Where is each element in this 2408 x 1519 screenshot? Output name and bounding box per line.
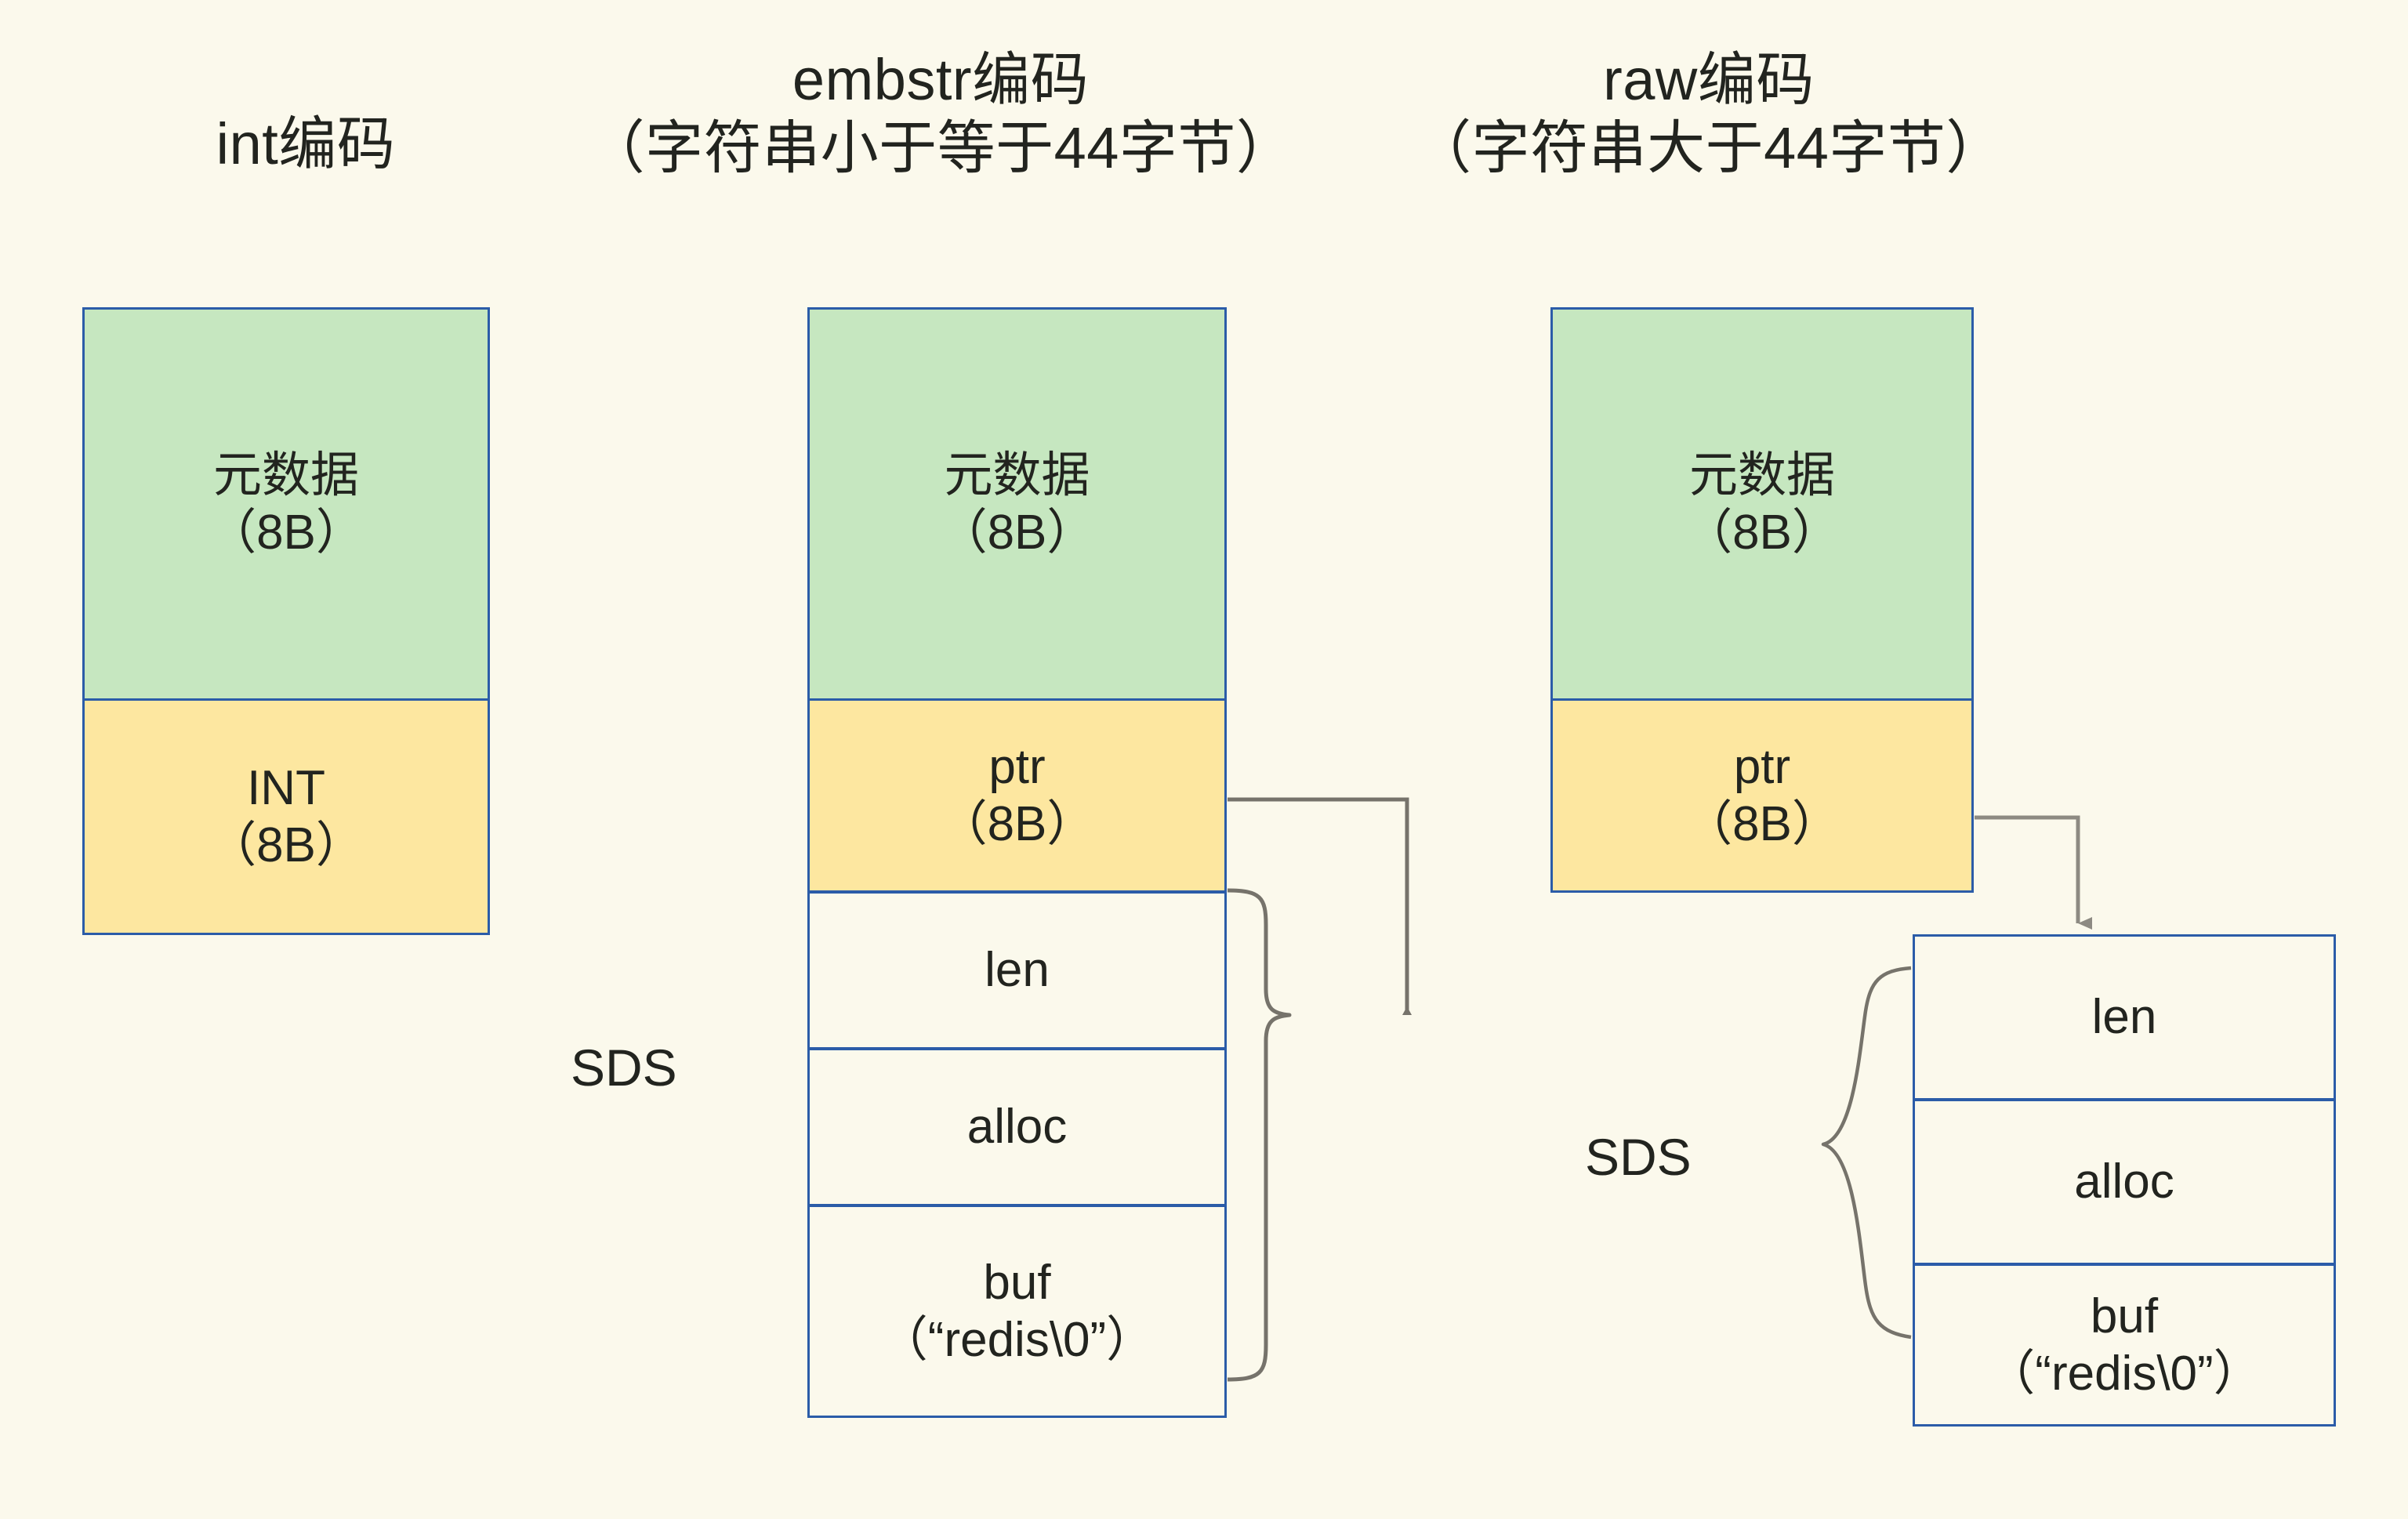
title-subline: （字符串大于44字节） <box>1413 115 2004 181</box>
cell-line: ptr <box>988 739 1046 794</box>
cell-line: （8B） <box>1684 797 1840 851</box>
cell-line: len <box>2091 990 2157 1045</box>
raw-len-cell: len <box>1913 934 2336 1100</box>
cell-line: （8B） <box>938 797 1096 851</box>
cell-line: （“redis\0”） <box>879 1313 1155 1367</box>
raw-alloc-cell: alloc <box>1913 1099 2336 1265</box>
cell-line: buf <box>2090 1289 2159 1343</box>
embstr-ptr-connector <box>1228 797 1412 1015</box>
raw-sds-brace <box>1821 966 1912 1340</box>
raw-ptr-cell: ptr （8B） <box>1550 698 1974 893</box>
int-metadata-cell: 元数据 （8B） <box>82 307 490 701</box>
cell-line: len <box>985 943 1050 998</box>
title-line: embstr编码 <box>792 47 1090 112</box>
cell-line: （8B） <box>938 506 1096 560</box>
cell-line: （8B） <box>208 818 364 872</box>
embstr-len-cell: len <box>807 891 1227 1050</box>
column-title-raw: raw编码 （字符串大于44字节） <box>1333 45 2085 183</box>
raw-ptr-connector <box>1975 815 2092 930</box>
embstr-sds-label: SDS <box>571 1039 677 1097</box>
raw-buf-cell: buf （“redis\0”） <box>1913 1263 2336 1427</box>
title-line: raw编码 <box>1603 47 1815 112</box>
cell-line: （8B） <box>208 506 364 560</box>
cell-line: （8B） <box>1684 506 1840 560</box>
cell-line: buf <box>983 1255 1051 1310</box>
raw-metadata-cell: 元数据 （8B） <box>1550 307 1974 701</box>
cell-line: INT <box>247 760 325 815</box>
embstr-alloc-cell: alloc <box>807 1048 1227 1206</box>
cell-line: 元数据 <box>944 448 1090 502</box>
column-title-int: int编码 <box>0 110 611 178</box>
column-title-embstr: embstr编码 （字符串小于等于44字节） <box>549 45 1333 183</box>
int-value-cell: INT （8B） <box>82 698 490 935</box>
cell-line: ptr <box>1733 739 1791 794</box>
title-line: int编码 <box>216 111 396 176</box>
embstr-metadata-cell: 元数据 （8B） <box>807 307 1227 701</box>
cell-line: （“redis\0”） <box>1986 1347 2262 1401</box>
cell-line: 元数据 <box>1688 448 1835 502</box>
embstr-buf-cell: buf （“redis\0”） <box>807 1205 1227 1418</box>
cell-line: alloc <box>2074 1155 2174 1209</box>
raw-sds-label: SDS <box>1585 1128 1692 1186</box>
embstr-ptr-cell: ptr （8B） <box>807 698 1227 893</box>
title-subline: （字符串小于等于44字节） <box>586 115 1295 181</box>
cell-line: alloc <box>966 1100 1068 1155</box>
cell-line: 元数据 <box>212 448 359 502</box>
embstr-sds-brace <box>1227 888 1292 1382</box>
